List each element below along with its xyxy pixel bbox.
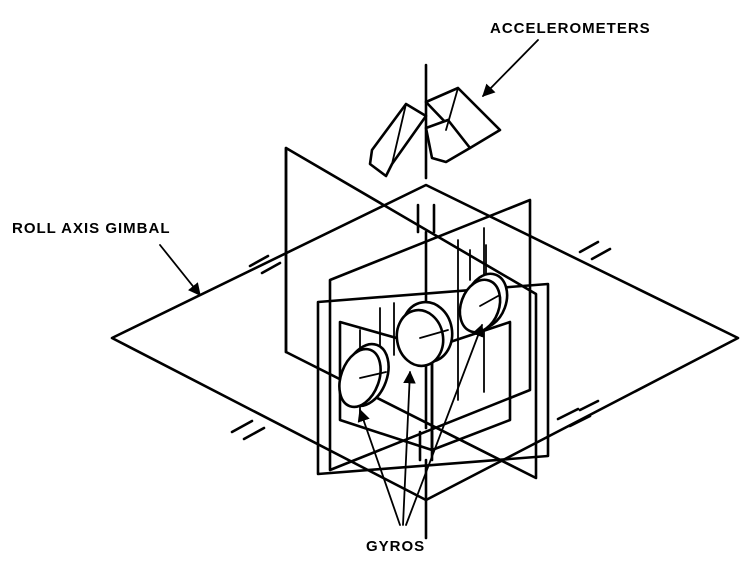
gyros-leader-left: [357, 408, 401, 526]
vertical-gimbal-plane: [284, 146, 538, 480]
roll-axis-gimbal-label: ROLL AXIS GIMBAL: [12, 220, 171, 237]
gyros-label: GYROS: [366, 538, 426, 555]
roll-gimbal-leader: [159, 244, 201, 296]
gyro-left: [338, 342, 390, 409]
gyro-right: [458, 272, 509, 334]
leader-lines: [159, 39, 539, 526]
accelerometers-label: ACCELEROMETERS: [490, 20, 651, 37]
accelerometer-blocks: [368, 86, 502, 178]
gyro-center: [395, 300, 454, 368]
accelerometers-leader: [482, 39, 539, 97]
gyros-leader-center: [402, 370, 416, 526]
pitch-gimbal-plane: [328, 198, 532, 472]
gyros-leader-right: [405, 323, 484, 526]
gimbal-break-marks: [230, 240, 612, 441]
